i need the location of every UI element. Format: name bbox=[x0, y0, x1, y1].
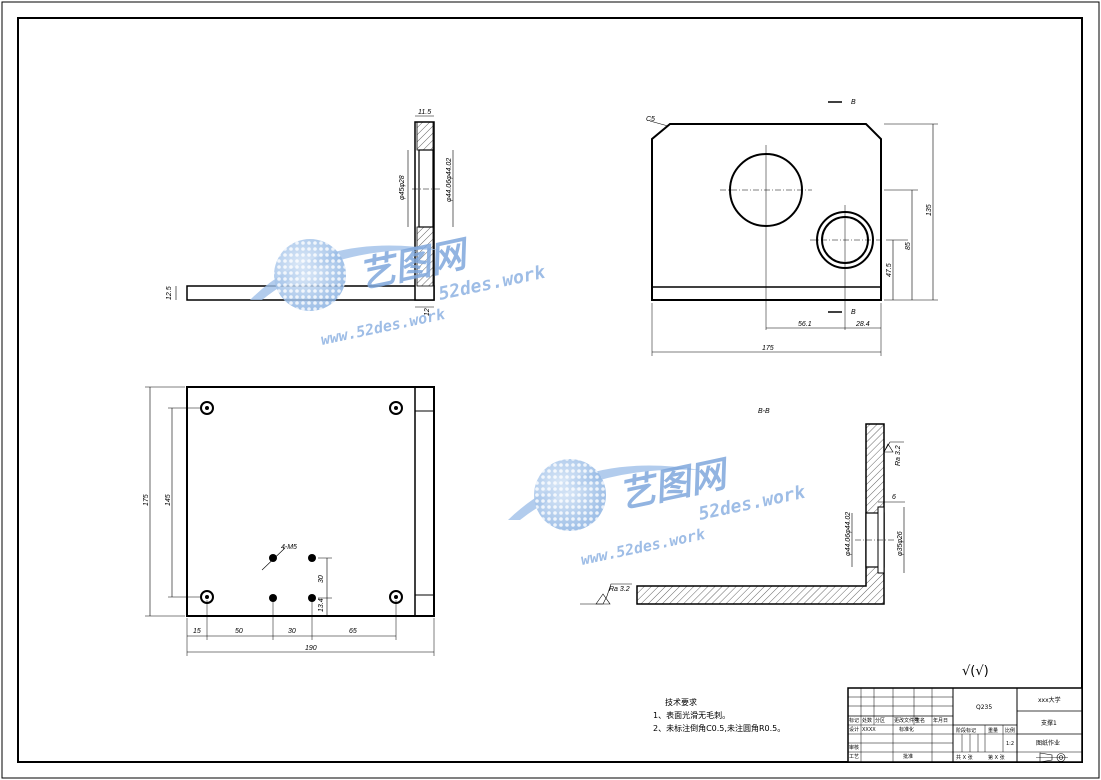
section-title: B-B bbox=[758, 408, 770, 415]
tb-designer: XXXX bbox=[862, 727, 876, 733]
section-dim-depth: 6 bbox=[892, 494, 896, 501]
section-mark-top: B bbox=[851, 99, 856, 106]
watermark-1-url: www.52des.work bbox=[319, 305, 447, 349]
section-roughness-wall: Ra 3.2 bbox=[895, 445, 902, 466]
top-dim-h2: 50 bbox=[235, 628, 243, 635]
watermark-2-url: www.52des.work bbox=[579, 525, 707, 569]
tb-label-review: 审核 bbox=[849, 744, 859, 751]
tb-label-weight: 重量 bbox=[988, 727, 998, 734]
tb-part-name: 支撑1 bbox=[1041, 719, 1057, 727]
title-block: 标记 处数 分区 更改文件号 签名 年月日 设计 XXXX 标准化 审核 工艺 … bbox=[847, 687, 1083, 763]
side-dim-plate: 12.5 bbox=[166, 286, 173, 300]
hole-callout: 4-M5 bbox=[281, 544, 297, 551]
front-dim-2: 28.4 bbox=[855, 321, 870, 328]
front-dim-h1: 47.5 bbox=[886, 263, 893, 277]
top-dim-height: 175 bbox=[143, 494, 150, 506]
watermark-2: 艺图网 52des.work www.52des.work bbox=[508, 453, 808, 569]
tb-drawing-no: 图纸作业 bbox=[1036, 739, 1060, 747]
tb-sheet-total: 共 X 张 bbox=[956, 754, 973, 761]
tb-school: xxx大学 bbox=[1038, 696, 1061, 704]
top-dim-h3: 30 bbox=[288, 628, 296, 635]
top-dim-h1: 15 bbox=[193, 628, 201, 635]
side-dim-thickness: 11.5 bbox=[418, 109, 431, 116]
hole-pattern bbox=[200, 401, 403, 604]
tb-label-scale: 比例 bbox=[1005, 727, 1015, 734]
section-roughness-plate: Ra 3.2 bbox=[609, 586, 630, 593]
tb-material: Q235 bbox=[976, 704, 992, 711]
front-dim-width: 175 bbox=[762, 345, 774, 352]
tb-label-count: 处数 bbox=[862, 717, 872, 724]
tb-label-change-doc: 更改文件号 bbox=[894, 717, 919, 724]
projection-symbol bbox=[1036, 752, 1068, 763]
side-dim-wall: 12 bbox=[424, 308, 431, 316]
side-dim-bore-1: φ45φ28 bbox=[399, 175, 406, 200]
tb-label-approve: 批准 bbox=[903, 753, 913, 760]
tb-label-stage: 阶段标记 bbox=[956, 727, 976, 734]
front-chamfer: C5 bbox=[646, 116, 655, 123]
top-view: 4-M5 175 145 30 13.4 15 50 30 65 190 bbox=[143, 386, 435, 656]
side-dim-bore-2: φ44.06φ44.02 bbox=[446, 158, 453, 202]
tb-label-zone: 分区 bbox=[875, 717, 885, 724]
general-roughness-symbol: √(√) bbox=[962, 664, 989, 679]
front-dim-h2: 85 bbox=[905, 242, 912, 250]
section-dim-bore-1: φ44.06φ44.02 bbox=[845, 512, 852, 556]
top-dim-small-v2: 13.4 bbox=[318, 598, 325, 612]
tb-label-standard: 标准化 bbox=[899, 726, 914, 733]
tb-label-date: 年月日 bbox=[933, 717, 948, 724]
tb-label-process: 工艺 bbox=[849, 754, 859, 760]
front-dim-1: 56.1 bbox=[798, 321, 812, 328]
tb-scale: 1:2 bbox=[1006, 741, 1014, 747]
side-view: 11.5 φ45φ28 φ44.06φ44.02 12.5 12 bbox=[166, 109, 454, 316]
tech-req-line-1: 1、表面光滑无毛刺。 bbox=[653, 710, 730, 720]
front-view: C5 B B 56.1 28.4 175 47.5 85 135 bbox=[646, 99, 938, 356]
tech-req-line-2: 2、未标注倒角C0.5,未注圆角R0.5。 bbox=[653, 723, 785, 733]
inner-border bbox=[17, 17, 1083, 763]
top-dim-hole-spacing: 145 bbox=[165, 494, 172, 506]
top-dim-h4: 65 bbox=[349, 628, 357, 635]
top-dim-small-v1: 30 bbox=[318, 575, 325, 583]
tech-req-title: 技术要求 bbox=[665, 697, 697, 707]
tb-label-sign: 签名 bbox=[915, 717, 925, 724]
tb-label-design: 设计 bbox=[849, 726, 859, 733]
front-dim-h3: 135 bbox=[926, 204, 933, 216]
top-dim-width: 190 bbox=[305, 645, 317, 652]
section-dim-bore-2: φ35φ26 bbox=[897, 531, 904, 556]
tb-sheet-no: 第 X 张 bbox=[988, 754, 1005, 761]
tb-label-mark: 标记 bbox=[849, 717, 859, 724]
technical-requirements: 技术要求 1、表面光滑无毛刺。 2、未标注倒角C0.5,未注圆角R0.5。 bbox=[653, 697, 785, 733]
section-mark-bottom: B bbox=[851, 309, 856, 316]
section-view: B-B Ra 3.2 Ra 3.2 6 φ44.06φ44.02 φ35φ26 bbox=[580, 408, 905, 605]
